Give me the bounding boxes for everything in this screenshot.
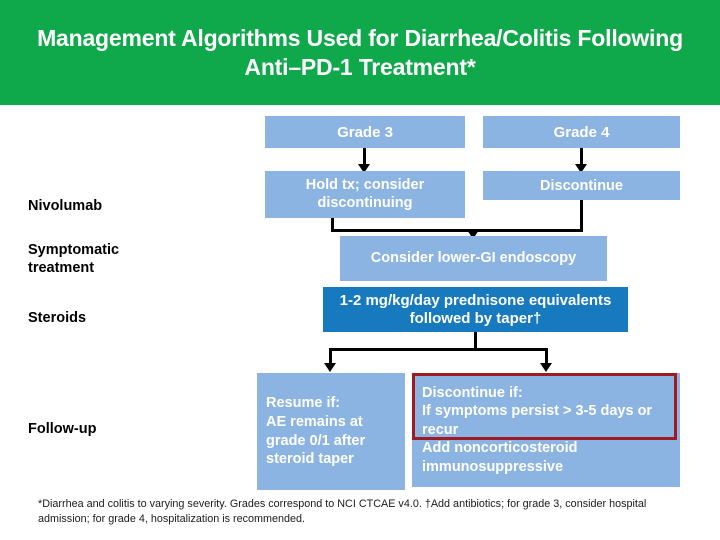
arrowhead-grade4-action bbox=[575, 164, 587, 173]
row-label-symptomatic-treatment: Symptomatic treatment bbox=[28, 242, 120, 276]
connector-grade4-down-stem bbox=[580, 200, 583, 232]
connector-steroids-down-stem bbox=[474, 332, 477, 351]
box-followup-resume: Resume if: AE remains at grade 0/1 after… bbox=[257, 373, 405, 490]
footnote-text: *Diarrhea and colitis to varying severit… bbox=[38, 498, 647, 526]
box-grade3-nivolumab-action: Hold tx; consider discontinuing bbox=[265, 171, 465, 218]
box-consider-endoscopy: Consider lower-GI endoscopy bbox=[340, 236, 607, 281]
arrowhead-followup-discontinue bbox=[540, 363, 552, 372]
connector-grade3-header-to-action bbox=[363, 148, 366, 168]
connector-merge-horizontal bbox=[331, 229, 583, 232]
connector-followup-left-stem bbox=[329, 348, 332, 366]
column-header-grade-4: Grade 4 bbox=[483, 116, 680, 148]
arrowhead-endoscopy bbox=[467, 230, 479, 239]
row-label-follow-up: Follow-up bbox=[28, 421, 97, 437]
connector-followup-right-stem bbox=[545, 348, 548, 366]
arrowhead-followup-resume bbox=[324, 363, 336, 372]
connector-grade4-header-to-action bbox=[580, 148, 583, 168]
box-followup-discontinue: Discontinue if: If symptoms persist > 3-… bbox=[412, 373, 680, 487]
box-steroid-dosing: 1-2 mg/kg/day prednisone equivalents fol… bbox=[323, 287, 628, 332]
arrowhead-grade3-action bbox=[358, 164, 370, 173]
page-title: Management Algorithms Used for Diarrhea/… bbox=[37, 24, 683, 80]
row-label-nivolumab: Nivolumab bbox=[28, 198, 103, 214]
box-grade4-nivolumab-action: Discontinue bbox=[483, 171, 680, 200]
connector-followup-split-horizontal bbox=[329, 348, 548, 351]
row-label-steroids: Steroids bbox=[28, 310, 87, 326]
header-banner: Management Algorithms Used for Diarrhea/… bbox=[0, 0, 720, 105]
connector-grade3-down-stem bbox=[331, 218, 334, 232]
column-header-grade-3: Grade 3 bbox=[265, 116, 465, 148]
